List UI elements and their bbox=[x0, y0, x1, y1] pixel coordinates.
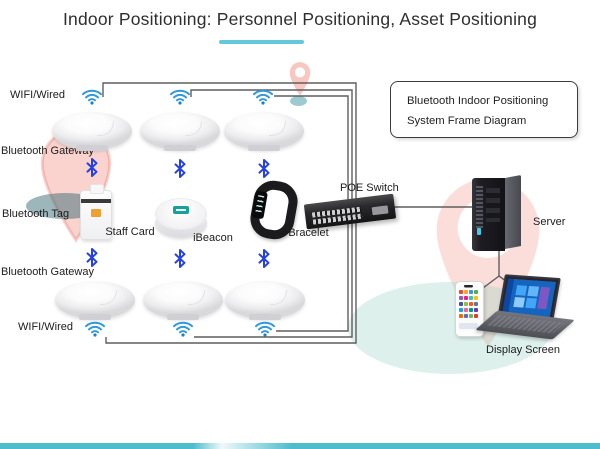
bluetooth-gateway-device bbox=[143, 281, 223, 320]
page-title: Indoor Positioning: Personnel Positionin… bbox=[62, 9, 538, 29]
wifi-icon bbox=[255, 321, 275, 337]
label-wifi-wired-top: WIFI/Wired bbox=[10, 89, 65, 101]
bluetooth-gateway-device bbox=[225, 281, 305, 320]
info-box: Bluetooth Indoor Positioning System Fram… bbox=[390, 81, 578, 138]
smartphone-device bbox=[455, 281, 484, 337]
wifi-icon bbox=[170, 89, 190, 105]
label-bracelet: Bracelet bbox=[288, 227, 329, 239]
wifi-icon bbox=[85, 321, 105, 337]
info-box-line2: System Frame Diagram bbox=[407, 115, 527, 127]
laptop-screen bbox=[497, 274, 561, 322]
staff-card-device bbox=[80, 184, 112, 240]
ibeacon-device bbox=[155, 198, 207, 238]
bluetooth-gateway-device bbox=[224, 112, 304, 151]
bluetooth-gateway-device bbox=[55, 281, 135, 320]
wifi-icon bbox=[253, 89, 273, 105]
wifi-icon bbox=[82, 89, 102, 105]
label-staff-card: Staff Card bbox=[105, 226, 155, 238]
bluetooth-icon bbox=[174, 249, 186, 268]
label-display-screen: Display Screen bbox=[486, 344, 560, 356]
bluetooth-icon bbox=[174, 159, 186, 178]
bluetooth-icon bbox=[258, 159, 270, 178]
bluetooth-gateway-device bbox=[52, 112, 132, 151]
label-bluetooth-tag: Bluetooth Tag bbox=[2, 208, 70, 220]
title-underline bbox=[219, 40, 304, 44]
footer-accent-bar bbox=[0, 443, 600, 449]
wifi-icon bbox=[173, 321, 193, 337]
bluetooth-icon bbox=[86, 158, 98, 177]
bluetooth-gateway-device bbox=[140, 112, 220, 151]
label-bluetooth-gateway-top: Bluetooth Gateway bbox=[1, 145, 94, 157]
server-device bbox=[472, 175, 528, 253]
poe-switch-device bbox=[303, 191, 397, 235]
bluetooth-icon bbox=[86, 248, 98, 267]
phone-screen bbox=[458, 285, 479, 331]
bluetooth-icon bbox=[258, 249, 270, 268]
label-poe-switch: POE Switch bbox=[340, 182, 399, 194]
laptop-display bbox=[501, 278, 557, 318]
info-box-line1: Bluetooth Indoor Positioning bbox=[407, 95, 549, 107]
label-bluetooth-gateway-bottom: Bluetooth Gateway bbox=[1, 266, 94, 278]
label-wifi-wired-bottom: WIFI/Wired bbox=[18, 321, 73, 333]
label-ibeacon: iBeacon bbox=[193, 232, 233, 244]
label-server: Server bbox=[533, 216, 566, 228]
